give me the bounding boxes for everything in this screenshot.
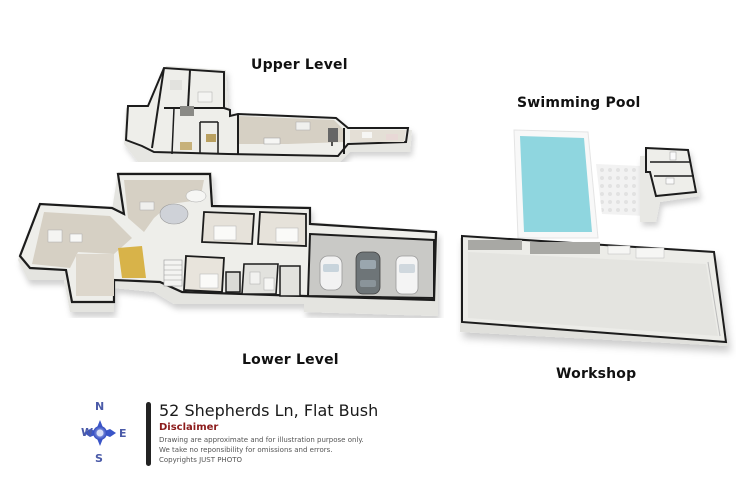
workshop-label: Workshop <box>556 366 637 382</box>
compass-w: W <box>81 426 94 439</box>
swimming-pool-label: Swimming Pool <box>517 95 641 111</box>
disclaimer-line-1: Drawing are approximate and for illustra… <box>159 436 364 444</box>
disclaimer-line-2: We take no reponsibility for omissions a… <box>159 446 333 454</box>
lower-level-floorplan <box>14 168 444 318</box>
upper-level-label: Upper Level <box>251 57 348 73</box>
compass-n: N <box>95 400 105 413</box>
property-address: 52 Shepherds Ln, Flat Bush <box>159 401 379 420</box>
workshop-plan <box>456 232 736 362</box>
compass-rose: N W E S <box>81 400 134 466</box>
upper-level-floorplan <box>118 62 418 162</box>
compass-s: S <box>95 452 103 465</box>
disclaimer-line-3: Copyrights JUST PHOTO <box>159 456 242 464</box>
lower-level-label: Lower Level <box>242 352 339 368</box>
swimming-pool-plan <box>510 126 710 241</box>
title-divider <box>146 402 151 466</box>
compass-e: E <box>119 427 127 440</box>
disclaimer-heading: Disclaimer <box>159 422 219 433</box>
